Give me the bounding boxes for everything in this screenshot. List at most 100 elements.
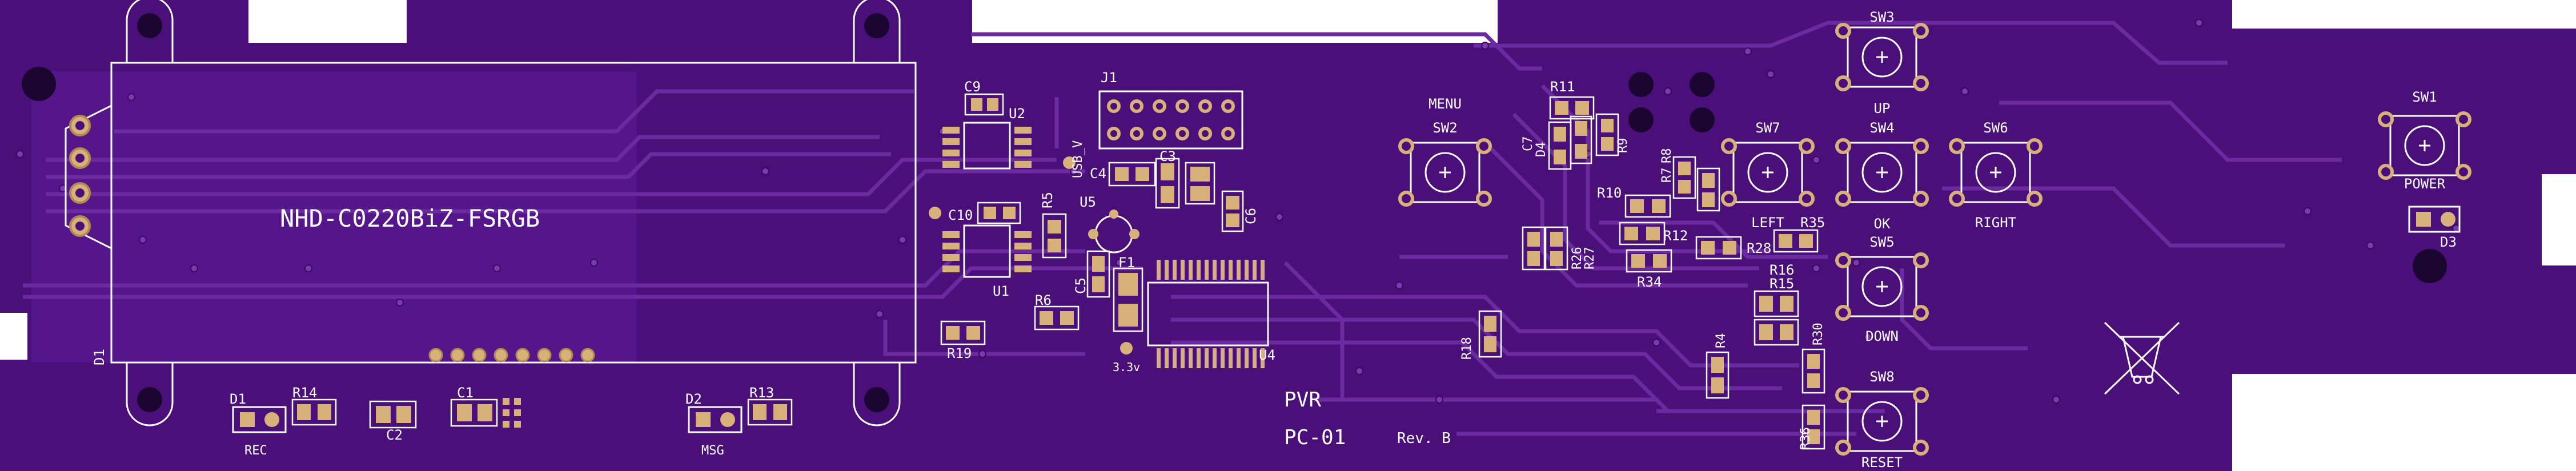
- switch-name-label: POWER: [2404, 176, 2446, 192]
- switch-pad: [1913, 75, 1929, 91]
- switch-pad: [1835, 305, 1851, 321]
- usb-testpoint-label: USB_V: [1071, 140, 1085, 178]
- led-footprints: [232, 206, 2461, 433]
- board-revision: Rev. B: [1397, 430, 1451, 447]
- switch-name-label: LEFT: [1751, 215, 1784, 231]
- r7-label: R7: [1660, 168, 1674, 183]
- r4-label: R4: [1714, 333, 1728, 349]
- c5-label: C5: [1073, 277, 1089, 294]
- trace-network: [23, 21, 2342, 436]
- switch-pad: [1835, 23, 1851, 39]
- chip-u1: [942, 224, 1032, 278]
- u4-label: U4: [1259, 347, 1275, 363]
- display-ref-label: D1: [91, 349, 107, 365]
- f1-label: F1: [1118, 255, 1135, 271]
- switch-name-label: UP: [1874, 100, 1891, 116]
- tactile-switches: SW1POWERSW2MENUSW3UPSW4OKSW5DOWNSW6RIGHT…: [1398, 9, 2471, 470]
- switch-pad: [1398, 191, 1414, 207]
- u5-label: U5: [1080, 194, 1096, 210]
- c3-label: C3: [1159, 148, 1176, 164]
- header-j1: [1098, 90, 1243, 150]
- r35-label: R35: [1800, 215, 1825, 231]
- d4-label: D4: [1534, 142, 1548, 158]
- switch-pad: [1476, 138, 1492, 154]
- switch-ref-label: SW2: [1433, 120, 1457, 136]
- board-title: PVR: [1284, 388, 1321, 412]
- msg-led-label: MSG: [701, 444, 724, 458]
- testpoint-aux: [929, 207, 941, 219]
- c7-label: C7: [1521, 136, 1535, 152]
- r13-label: R13: [749, 385, 774, 401]
- switch-pad: [1835, 440, 1851, 456]
- r18-label: R18: [1460, 337, 1474, 360]
- switch-pad: [2378, 164, 2394, 180]
- switch-pad: [1949, 191, 1965, 207]
- r6-label: R6: [1035, 292, 1052, 308]
- d2-label: D2: [685, 391, 702, 407]
- switch-ref-label: SW4: [1869, 120, 1894, 136]
- switch-pad: [1913, 191, 1929, 207]
- testpoint-3v3: [1120, 342, 1133, 355]
- switch-pad: [1476, 191, 1492, 207]
- switch-ref-label: SW5: [1869, 234, 1894, 250]
- weee-recycle-icon: [2104, 321, 2180, 395]
- switch-pad: [1835, 191, 1851, 207]
- r19-label: R19: [947, 345, 972, 361]
- board-part-number: PC-01: [1284, 426, 1346, 449]
- switch-name-label: RIGHT: [1975, 215, 2016, 231]
- j1-label: J1: [1101, 70, 1117, 86]
- r5-label: R5: [1040, 192, 1056, 208]
- switch-pad: [1835, 138, 1851, 154]
- u2-label: U2: [1009, 106, 1025, 122]
- switch-ref-label: SW8: [1869, 369, 1894, 385]
- passive-pads: [297, 98, 1820, 444]
- switch-pad: [2455, 111, 2471, 127]
- switch-pad: [1913, 23, 1929, 39]
- d3-label: D3: [2440, 234, 2457, 250]
- r14-label: R14: [292, 385, 317, 401]
- switch-ref-label: SW1: [2412, 89, 2437, 105]
- r8-label: R8: [1660, 148, 1674, 164]
- switch-pad: [2455, 164, 2471, 180]
- r10-label: R10: [1597, 185, 1622, 201]
- switch-ref-label: SW6: [1983, 120, 2008, 136]
- switch-pad: [1913, 138, 1929, 154]
- r30-label: R30: [1811, 323, 1825, 345]
- regulator-u5: [1088, 210, 1139, 253]
- c4-label: C4: [1090, 166, 1106, 182]
- c10-label: C10: [948, 207, 973, 223]
- r26-label: R26: [1570, 247, 1584, 269]
- r28-label: R28: [1747, 240, 1771, 256]
- c6-label: C6: [1243, 208, 1259, 224]
- switch-name-label: MENU: [1429, 96, 1462, 112]
- switch-pad: [1835, 75, 1851, 91]
- rec-led-label: REC: [244, 444, 267, 458]
- r11-label: R11: [1550, 79, 1575, 95]
- switch-pad: [2027, 191, 2043, 207]
- switch-pad: [1835, 387, 1851, 403]
- ground-pour: [31, 71, 637, 363]
- switch-pad: [1913, 305, 1929, 321]
- switch-pad: [2378, 111, 2394, 127]
- switch-pad: [1913, 387, 1929, 403]
- r16-label: R16: [1770, 262, 1794, 278]
- switch-pad: [1799, 138, 1815, 154]
- passive-outlines: [291, 93, 1825, 450]
- switch-name-label: DOWN: [1865, 328, 1899, 344]
- switch-name-label: OK: [1874, 216, 1891, 232]
- switch-menu: SW2 MENU: [1398, 96, 1492, 207]
- switch-name-label: RESET: [1861, 454, 1903, 470]
- mounting-holes: [22, 67, 2447, 283]
- switch-pad: [1949, 138, 1965, 154]
- display-module-outline: [65, 0, 917, 426]
- c1-label: C1: [457, 385, 474, 401]
- switch-pad: [1721, 191, 1737, 207]
- display-part-label: NHD-C0220BiZ-FSRGB: [280, 204, 540, 232]
